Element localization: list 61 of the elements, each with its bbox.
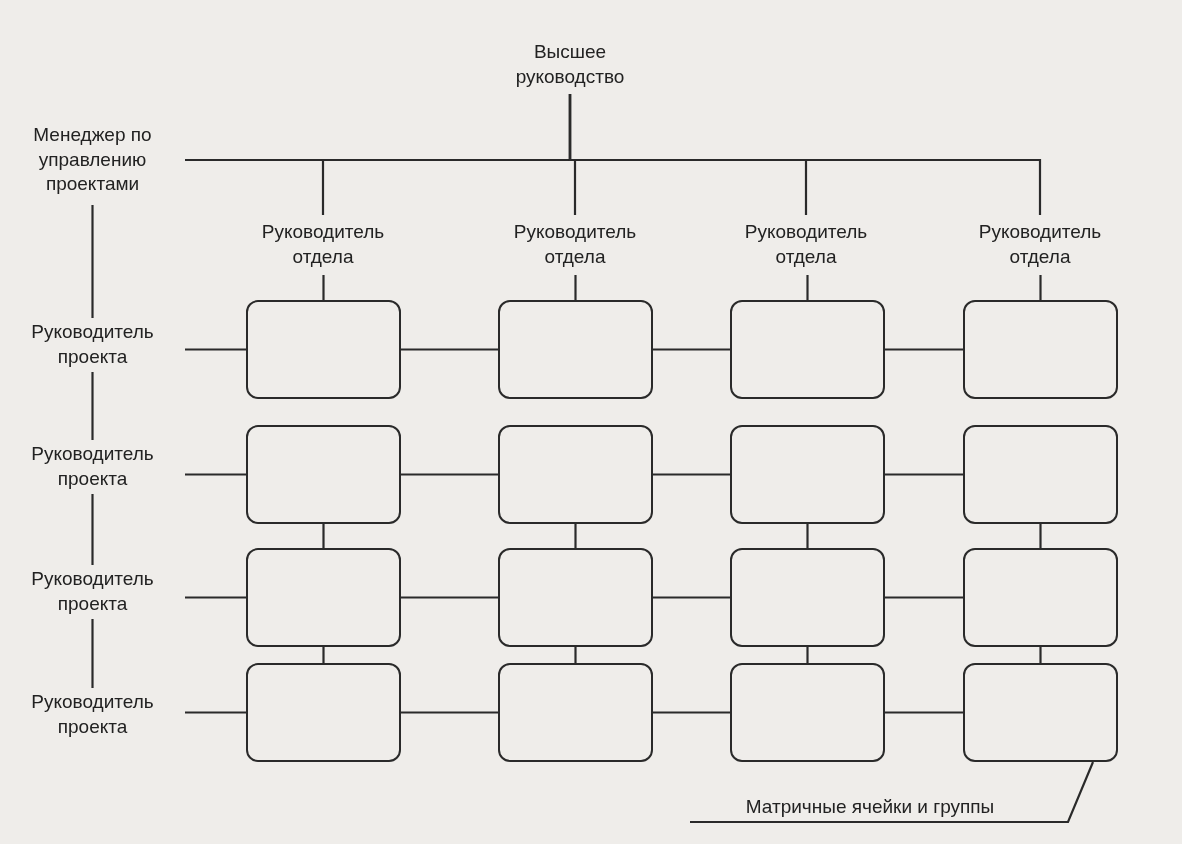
connector-line bbox=[322, 275, 325, 300]
matrix-cell-box bbox=[730, 663, 885, 762]
connector-line bbox=[1039, 275, 1042, 300]
connector-line bbox=[91, 619, 94, 688]
connector-line bbox=[653, 348, 730, 351]
connector-line bbox=[91, 372, 94, 440]
role-label: Руководитель проекта bbox=[0, 318, 185, 372]
connector-line bbox=[322, 524, 325, 548]
role-label: Руководитель отдела bbox=[495, 215, 655, 275]
role-label: Руководитель отдела bbox=[960, 215, 1120, 275]
connector-line bbox=[1039, 524, 1042, 548]
matrix-cell-box bbox=[963, 663, 1118, 762]
connector-line bbox=[401, 596, 498, 599]
matrix-cell-box bbox=[730, 300, 885, 399]
matrix-cell-box bbox=[498, 300, 653, 399]
connector-line bbox=[885, 711, 963, 714]
connector-line bbox=[401, 348, 498, 351]
connector-line bbox=[401, 711, 498, 714]
connector-line bbox=[322, 647, 325, 663]
connector-line bbox=[185, 711, 246, 714]
matrix-cell-box bbox=[730, 548, 885, 647]
role-label: Руководитель отдела bbox=[243, 215, 403, 275]
connector-line bbox=[806, 275, 809, 300]
matrix-cell-box bbox=[963, 425, 1118, 524]
matrix-cell-box bbox=[246, 425, 401, 524]
role-label: Менеджер по управлению проектами bbox=[0, 115, 185, 205]
matrix-cell-box bbox=[963, 300, 1118, 399]
role-label: Высшее руководство bbox=[490, 36, 650, 94]
leader-line bbox=[690, 761, 1094, 824]
matrix-cell-box bbox=[246, 548, 401, 647]
connector-line bbox=[574, 647, 577, 663]
connector-line bbox=[574, 524, 577, 548]
connector-line bbox=[885, 473, 963, 476]
connector-line bbox=[1039, 647, 1042, 663]
matrix-cell-box bbox=[498, 663, 653, 762]
matrix-cell-box bbox=[246, 300, 401, 399]
connector-line bbox=[885, 348, 963, 351]
role-label: Руководитель проекта bbox=[0, 688, 185, 742]
connector-line bbox=[91, 494, 94, 565]
connector-line bbox=[568, 94, 1042, 215]
connector-line bbox=[185, 348, 246, 351]
matrix-cell-box bbox=[498, 425, 653, 524]
connector-line bbox=[806, 647, 809, 663]
connector-line bbox=[653, 711, 730, 714]
connector-line bbox=[185, 473, 246, 476]
matrix-cell-box bbox=[963, 548, 1118, 647]
role-label: Руководитель проекта bbox=[0, 565, 185, 619]
role-label: Руководитель проекта bbox=[0, 440, 185, 494]
callout-label: Матричные ячейки и группы bbox=[690, 792, 1050, 822]
matrix-cell-box bbox=[730, 425, 885, 524]
connector-line bbox=[401, 473, 498, 476]
connector-line bbox=[653, 596, 730, 599]
connector-line bbox=[885, 596, 963, 599]
connector-line bbox=[806, 524, 809, 548]
connector-line bbox=[185, 596, 246, 599]
connector-line bbox=[574, 275, 577, 300]
connector-line bbox=[91, 205, 94, 318]
role-label: Руководитель отдела bbox=[726, 215, 886, 275]
matrix-cell-box bbox=[246, 663, 401, 762]
matrix-cell-box bbox=[498, 548, 653, 647]
connector-line bbox=[653, 473, 730, 476]
